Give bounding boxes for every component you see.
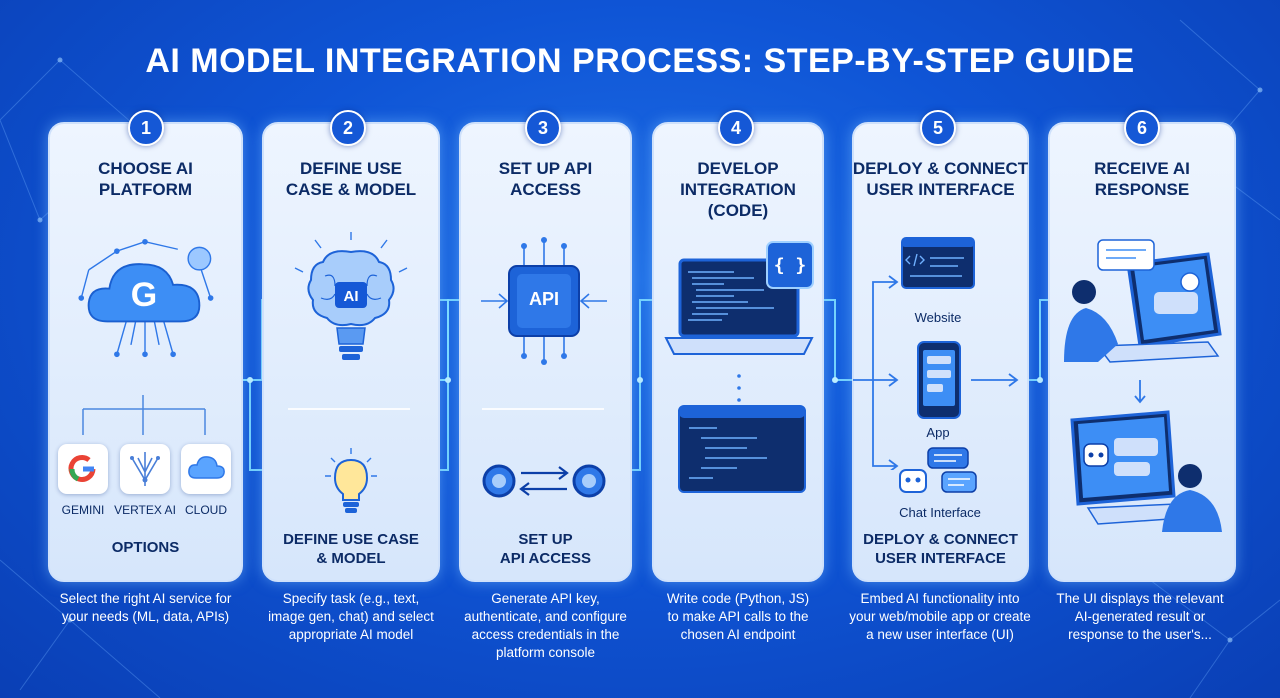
step-title: RECEIVE AI RESPONSE (1048, 158, 1236, 200)
card-divider (482, 408, 604, 410)
chat-bot-icon (899, 447, 977, 493)
step-title-line: RESPONSE (1094, 180, 1190, 199)
desc-line: a new user interface (UI) (866, 627, 1014, 642)
step-title: SET UP API ACCESS (459, 158, 632, 200)
step-title-line: CASE & MODEL (285, 180, 417, 199)
cloud-option-tile[interactable] (181, 444, 231, 494)
step-number-badge: 5 (920, 110, 956, 146)
option-label-cloud: CLOUD (184, 503, 227, 517)
desc-line: platform console (495, 645, 596, 660)
step-sub-title: DEFINE USE CASE & MODEL (262, 530, 440, 568)
step-title-line: CHOOSE AI (98, 159, 193, 178)
vertex-ai-option-tile[interactable] (120, 444, 170, 494)
step-title: CHOOSE AI PLATFORM (48, 158, 243, 200)
step-title-line: SET UP API (498, 159, 593, 178)
step-title: DEVELOP INTEGRATION (CODE) (652, 158, 824, 221)
step-description: Write code (Python, JS) to make API call… (648, 590, 828, 644)
desc-line: response to the user's... (1068, 627, 1212, 642)
step-description: Generate API key, authenticate, and conf… (455, 590, 636, 662)
step-description: Embed AI functionality into your web/mob… (840, 590, 1040, 644)
sub-title-line: USER INTERFACE (875, 550, 1006, 567)
desc-line: image gen, chat) and select (268, 609, 434, 624)
desc-line: Select the right AI service for (59, 591, 232, 606)
desc-line: Generate API key, (491, 591, 600, 606)
website-icon (901, 237, 975, 289)
vertex-ai-icon (130, 452, 160, 486)
sub-title-line: & MODEL (316, 550, 386, 567)
step-sub-title: SET UP API ACCESS (459, 530, 632, 568)
options-branch-lines (82, 395, 206, 435)
dotted-connector (737, 374, 741, 402)
desc-line: chosen AI endpoint (680, 627, 796, 642)
cloud-icon (188, 456, 225, 479)
step-title-line: (CODE) (707, 201, 769, 220)
channel-label-chat-interface: Chat Interface (899, 505, 981, 520)
code-braces-badge: { } (766, 241, 814, 289)
step-number-badge: 1 (128, 110, 164, 146)
desc-line: The UI displays the relevant (1056, 591, 1224, 606)
desc-line: your web/mobile app or create (849, 609, 1031, 624)
step-title-line: RECEIVE AI (1094, 159, 1190, 178)
step-number-badge: 4 (718, 110, 754, 146)
ai-chip-label: AI (343, 288, 359, 305)
step-number-badge: 6 (1124, 110, 1160, 146)
desc-line: your needs (ML, data, APIs) (61, 609, 230, 624)
google-g-icon (68, 455, 96, 482)
step-card-3 (459, 122, 632, 582)
robot-response-icon (1070, 410, 1222, 532)
step-number-badge: 3 (525, 110, 561, 146)
mobile-app-icon (917, 341, 961, 419)
key-exchange-icon (482, 464, 606, 498)
channel-label-app: App (926, 425, 950, 440)
step-title-line: DEVELOP (697, 159, 779, 178)
option-label-vertex-ai: VERTEX AI (114, 503, 176, 517)
ai-brain-bulb-icon (294, 232, 408, 360)
step-title-line: ACCESS (510, 180, 581, 199)
desc-line: AI-generated result or (1074, 609, 1206, 624)
user-laptop-chat-icon (1064, 239, 1222, 363)
option-label-gemini: GEMINI (61, 503, 105, 517)
desc-line: access credentials in the (471, 627, 620, 642)
step-title: DEFINE USE CASE & MODEL (262, 158, 440, 200)
desc-line: Write code (Python, JS) (666, 591, 810, 606)
platform-hub-letter: G (130, 276, 158, 314)
step-description: Select the right AI service for your nee… (44, 590, 247, 626)
sub-title-line: SET UP (518, 531, 573, 548)
code-editor-icon (678, 405, 806, 493)
api-chip-label: API (528, 289, 559, 309)
lightbulb-icon (325, 448, 377, 513)
desc-line: Embed AI functionality into (860, 591, 1020, 606)
desc-line: authenticate, and configure (464, 609, 627, 624)
desc-line: Specify task (e.g., text, (282, 591, 420, 606)
step-sub-title: DEPLOY & CONNECT USER INTERFACE (852, 530, 1029, 568)
api-chip-icon (481, 237, 607, 365)
cloud-platform-icon (78, 238, 214, 358)
gemini-option-tile[interactable] (58, 444, 108, 494)
step-title-line: DEFINE USE (299, 159, 403, 178)
sub-title-line: API ACCESS (499, 550, 592, 567)
step-number-badge: 2 (330, 110, 366, 146)
options-label: OPTIONS (111, 539, 180, 556)
card-divider (288, 408, 410, 410)
down-arrow-icon (1134, 380, 1146, 404)
desc-line: to make API calls to the (667, 609, 809, 624)
desc-line: appropriate AI model (288, 627, 414, 642)
sub-title-line: DEFINE USE CASE (283, 531, 419, 548)
deploy-branch-arrows (853, 275, 1019, 470)
page-title: AI MODEL INTEGRATION PROCESS: STEP-BY-ST… (145, 42, 1135, 80)
step-description: Specify task (e.g., text, image gen, cha… (258, 590, 444, 644)
step-description: The UI displays the relevant AI-generate… (1040, 590, 1240, 644)
step-title-line: INTEGRATION (680, 180, 796, 199)
step-title-line: USER INTERFACE (866, 180, 1015, 199)
sub-title-line: DEPLOY & CONNECT (863, 531, 1018, 548)
step-title-line: PLATFORM (98, 180, 193, 199)
step-title: DEPLOY & CONNECT USER INTERFACE (852, 158, 1029, 200)
step-title-line: DEPLOY & CONNECT (852, 159, 1029, 178)
channel-label-website: Website (914, 310, 962, 325)
